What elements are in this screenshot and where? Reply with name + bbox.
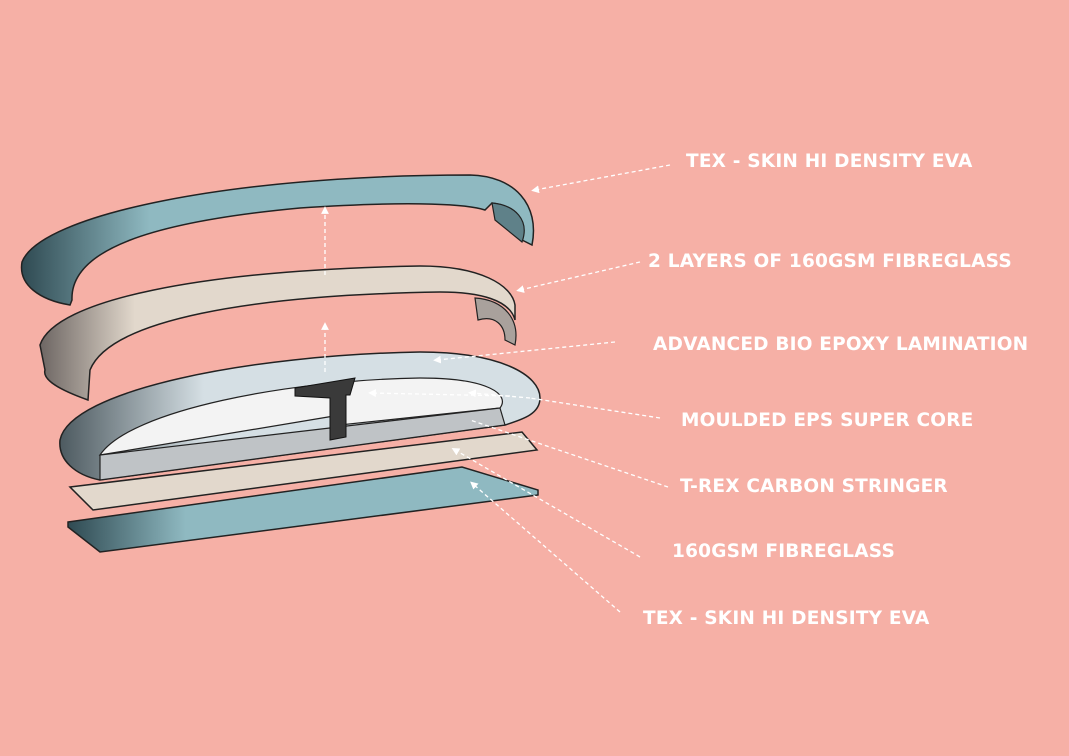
label-double-fibreglass: 2 LAYERS OF 160GSM FIBREGLASS xyxy=(648,251,1012,272)
carbon-stringer xyxy=(294,377,356,441)
fibreglass-double-layer xyxy=(39,265,517,402)
label-top-eva: TEX - SKIN HI DENSITY EVA xyxy=(686,151,973,172)
core-layer xyxy=(59,351,541,481)
label-carbon-stringer: T-REX CARBON STRINGER xyxy=(680,476,948,497)
eps-core xyxy=(98,377,503,456)
bottom-fibreglass-layer xyxy=(68,431,539,511)
label-eps-core: MOULDED EPS SUPER CORE xyxy=(681,410,974,431)
bottom-eva-layer xyxy=(67,466,539,553)
top-eva-layer xyxy=(20,174,535,306)
label-epoxy-lamination: ADVANCED BIO EPOXY LAMINATION xyxy=(653,334,1029,355)
leader-lines xyxy=(321,164,671,613)
label-bottom-fibreglass: 160GSM FIBREGLASS xyxy=(672,541,895,562)
label-bottom-eva: TEX - SKIN HI DENSITY EVA xyxy=(643,608,930,629)
